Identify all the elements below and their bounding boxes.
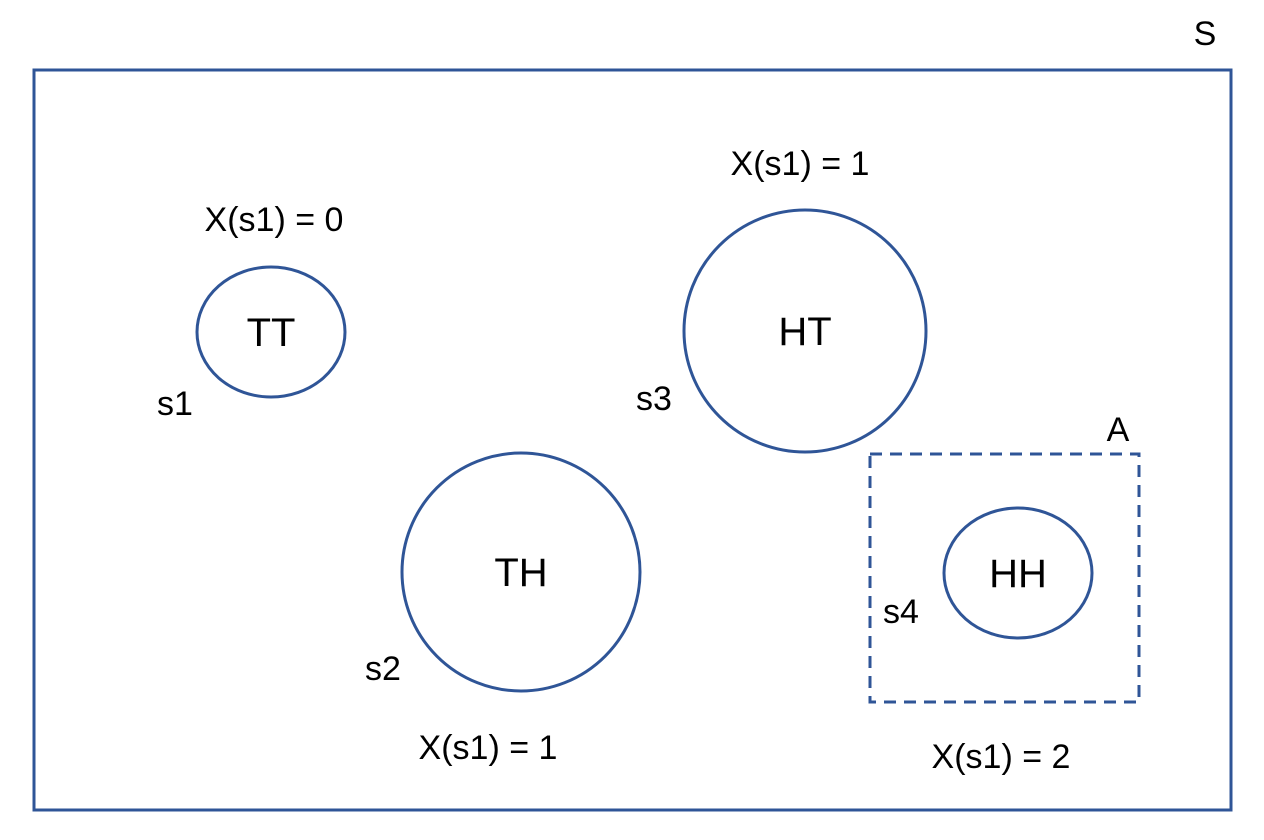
outcome-hh-value: X(s1) = 2 (932, 738, 1071, 776)
sample-space-label: S (1194, 15, 1217, 53)
outcome-ht-value: X(s1) = 1 (731, 145, 870, 183)
event-a-label: A (1107, 411, 1130, 449)
outcome-hh: HH s4 X(s1) = 2 (883, 506, 1094, 776)
outcome-hh-circle (942, 506, 1094, 640)
outcome-tt-label: TT (247, 311, 296, 355)
outcome-th-label: TH (494, 551, 547, 595)
outcome-ht: HT s3 X(s1) = 1 (636, 145, 928, 454)
outcome-tt-name: s1 (157, 385, 193, 423)
outcome-th: TH s2 X(s1) = 1 (365, 451, 642, 767)
outcome-th-circle (400, 451, 642, 693)
sample-space-box (32, 68, 1233, 812)
outcome-ht-label: HT (778, 310, 831, 354)
outcome-th-name: s2 (365, 650, 401, 688)
outcome-ht-name: s3 (636, 380, 672, 418)
event-a-box (868, 452, 1141, 704)
outcome-tt-circle (195, 265, 347, 399)
outcome-tt-value: X(s1) = 0 (205, 201, 344, 239)
outcome-th-value: X(s1) = 1 (419, 729, 558, 767)
outcome-ht-circle (682, 208, 928, 454)
outcome-hh-name: s4 (883, 593, 919, 631)
outcome-tt: TT s1 X(s1) = 0 (157, 201, 347, 423)
outcome-hh-label: HH (989, 552, 1047, 596)
